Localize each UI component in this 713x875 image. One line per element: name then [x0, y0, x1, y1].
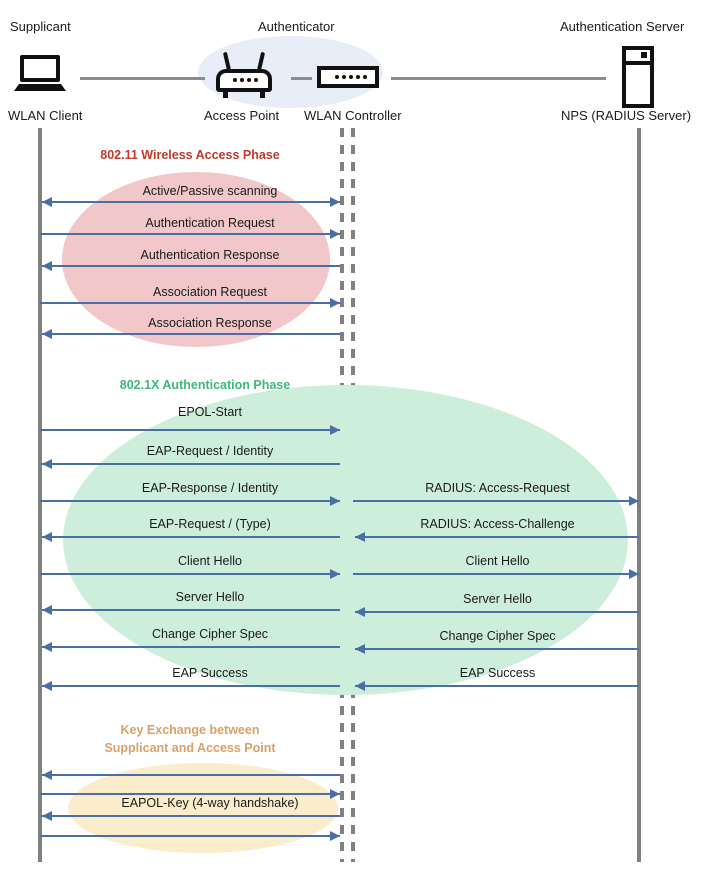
arrow-head-right-radius-access-request: [629, 496, 639, 506]
role-title-authenticator: Authenticator: [258, 19, 335, 34]
message-label-association-request: Association Request: [153, 285, 267, 299]
message-line-active-passive-scanning: [42, 201, 340, 203]
message-label-authentication-request: Authentication Request: [145, 216, 275, 230]
message-line-key-exchange-4: [40, 835, 340, 837]
message-line-authentication-request: [40, 233, 340, 235]
wire-client-to-ap: [80, 77, 205, 80]
message-line-change-cipher-spec-right: [355, 648, 639, 650]
phase-ellipse-dot1x-authentication: [63, 385, 628, 695]
wire-ap-to-controller: [291, 77, 312, 80]
arrow-head-left-server-hello-right: [355, 607, 365, 617]
message-line-server-hello-right: [355, 611, 639, 613]
arrow-head-right-active-passive-scanning: [330, 197, 340, 207]
message-label-client-hello-left: Client Hello: [178, 554, 242, 568]
message-label-epol-start: EPOL-Start: [178, 405, 242, 419]
message-line-radius-access-challenge: [355, 536, 639, 538]
phase-label-key-exchange-line2: Supplicant and Access Point: [104, 741, 276, 755]
node-label-wlan-client: WLAN Client: [8, 108, 83, 123]
phase-label-key-exchange-line1: Key Exchange between: [120, 723, 260, 737]
message-line-eap-response-identity: [40, 500, 340, 502]
arrow-head-left-eap-request-type: [42, 532, 52, 542]
message-label-radius-access-challenge: RADIUS: Access-Challenge: [420, 517, 575, 531]
arrow-head-left-association-response: [42, 329, 52, 339]
message-label-server-hello-right: Server Hello: [463, 592, 532, 606]
phase-ellipse-key-exchange: [68, 763, 338, 853]
message-label-eap-request-identity: EAP-Request / Identity: [146, 444, 274, 458]
message-line-eap-success-right: [355, 685, 639, 687]
message-line-key-exchange-1: [42, 774, 340, 776]
message-label-eap-response-identity: EAP-Response / Identity: [141, 481, 279, 495]
role-title-authentication-server: Authentication Server: [560, 19, 685, 34]
wlan-controller-icon: [317, 66, 379, 88]
message-line-association-response: [42, 333, 340, 335]
arrow-head-right-eap-response-identity: [330, 496, 340, 506]
arrow-head-left-eap-success-right: [355, 681, 365, 691]
arrow-head-left-server-hello-left: [42, 605, 52, 615]
arrow-head-left-eap-request-identity: [42, 459, 52, 469]
arrow-head-left-change-cipher-spec-right: [355, 644, 365, 654]
message-label-active-passive-scanning: Active/Passive scanning: [142, 184, 278, 198]
message-label-eap-success-right: EAP Success: [459, 666, 536, 680]
message-label-association-response: Association Response: [148, 316, 272, 330]
arrow-head-right-association-request: [330, 298, 340, 308]
arrow-head-left-authentication-response: [42, 261, 52, 271]
message-label-change-cipher-spec-left: Change Cipher Spec: [151, 627, 269, 641]
laptop-icon: [14, 55, 66, 93]
message-line-client-hello-right: [353, 573, 639, 575]
message-label-eap-request-type: EAP-Request / (Type): [149, 517, 271, 531]
arrow-head-left-change-cipher-spec-left: [42, 642, 52, 652]
node-label-nps-radius-server: NPS (RADIUS Server): [561, 108, 692, 123]
message-label-eap-success-left: EAP Success: [172, 666, 248, 680]
phase-label-dot1x-authentication: 802.1X Authentication Phase: [119, 378, 291, 392]
arrow-head-left-radius-access-challenge: [355, 532, 365, 542]
message-line-key-exchange-3: [42, 815, 340, 817]
message-label-change-cipher-spec-right: Change Cipher Spec: [439, 629, 556, 643]
message-label-authentication-response: Authentication Response: [140, 248, 280, 262]
arrow-head-right-key-exchange-2: [330, 789, 340, 799]
node-label-wlan-controller: WLAN Controller: [304, 108, 402, 123]
message-line-eap-success-left: [42, 685, 340, 687]
message-line-radius-access-request: [353, 500, 639, 502]
message-line-eap-request-identity: [42, 463, 340, 465]
message-line-epol-start: [40, 429, 340, 431]
message-line-client-hello-left: [40, 573, 340, 575]
message-label-eapol-key-handshake: EAPOL-Key (4-way handshake): [121, 796, 299, 810]
phase-label-wireless-access: 802.11 Wireless Access Phase: [100, 148, 280, 162]
message-line-key-exchange-2: [40, 793, 340, 795]
server-icon: [622, 46, 654, 108]
arrow-head-left-key-exchange-3: [42, 811, 52, 821]
arrow-head-right-authentication-request: [330, 229, 340, 239]
lifeline-authentication-server: [637, 128, 641, 862]
arrow-head-right-epol-start: [330, 425, 340, 435]
message-line-association-request: [40, 302, 340, 304]
arrow-head-right-key-exchange-4: [330, 831, 340, 841]
message-label-radius-access-request: RADIUS: Access-Request: [425, 481, 570, 495]
node-label-access-point: Access Point: [204, 108, 280, 123]
message-line-server-hello-left: [42, 609, 340, 611]
wire-controller-to-server: [391, 77, 606, 80]
message-line-change-cipher-spec-left: [42, 646, 340, 648]
message-line-authentication-response: [42, 265, 340, 267]
message-line-eap-request-type: [42, 536, 340, 538]
arrow-head-right-client-hello-left: [330, 569, 340, 579]
message-label-client-hello-right: Client Hello: [465, 554, 530, 568]
arrow-head-right-client-hello-right: [629, 569, 639, 579]
arrow-head-left-active-passive-scanning: [42, 197, 52, 207]
role-title-supplicant: Supplicant: [10, 19, 71, 34]
arrow-head-left-eap-success-left: [42, 681, 52, 691]
arrow-head-left-key-exchange-1: [42, 770, 52, 780]
access-point-icon: [216, 51, 272, 98]
message-label-server-hello-left: Server Hello: [175, 590, 245, 604]
lifeline-supplicant: [38, 128, 42, 862]
